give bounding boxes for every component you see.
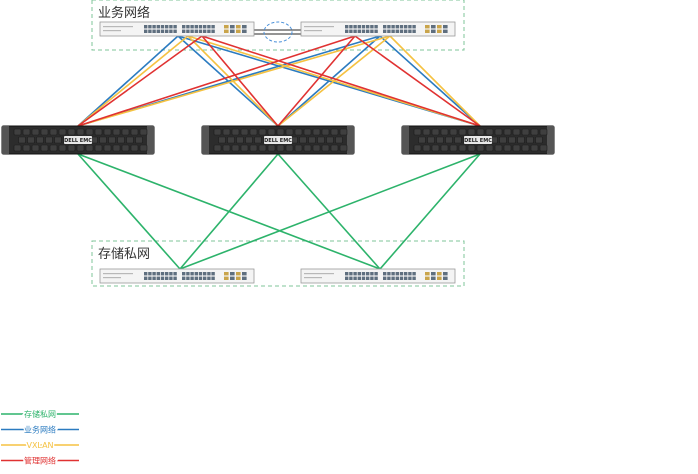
link-vxlan-bsw-1-srv-1 <box>77 35 189 127</box>
legend-item-business: 业务网络 <box>1 423 79 436</box>
link-management-bsw-1-srv-3 <box>201 35 481 127</box>
business-network-label: 业务网络 <box>98 5 150 21</box>
link-vxlan-bsw-2-srv-3 <box>389 35 481 127</box>
links-layer <box>77 35 481 270</box>
link-vxlan-bsw-2-srv-1 <box>77 35 391 127</box>
link-management-bsw-2-srv-3 <box>354 35 481 127</box>
link-storage-srv-3-ssw-2 <box>379 153 481 270</box>
switch-stack-link <box>254 21 301 43</box>
legend-label: 管理网络 <box>24 456 56 466</box>
legend-label: 业务网络 <box>24 425 56 435</box>
server-srv-2: DELL EMC <box>201 125 355 155</box>
legend-item-vxlan: VXLAN <box>1 440 79 452</box>
link-management-bsw-1-srv-2 <box>201 35 279 127</box>
link-business-bsw-1-srv-1 <box>77 35 179 127</box>
devices-layer: DELL EMC DELL EMC DELL EMC <box>1 21 555 284</box>
link-vxlan-bsw-2-srv-2 <box>277 35 391 127</box>
switch-bsw-2 <box>300 21 456 37</box>
server-srv-1: DELL EMC <box>1 125 155 155</box>
link-storage-srv-2-ssw-1 <box>179 153 279 270</box>
link-management-bsw-2-srv-1 <box>77 35 356 127</box>
link-business-bsw-2-srv-2 <box>277 35 381 127</box>
server-badge-label: DELL EMC <box>464 138 492 144</box>
server-badge-label: DELL EMC <box>64 138 92 144</box>
legend-item-storage: 存储私网 <box>1 408 79 421</box>
link-storage-srv-1-ssw-1 <box>77 153 181 270</box>
legend-label: 存储私网 <box>24 409 56 419</box>
link-business-bsw-2-srv-3 <box>379 35 481 127</box>
server-srv-3: DELL EMC <box>401 125 555 155</box>
business-network-group <box>91 0 465 51</box>
switch-ssw-2 <box>300 268 456 284</box>
server-badge-label: DELL EMC <box>264 138 292 144</box>
link-management-bsw-2-srv-2 <box>277 35 356 127</box>
storage-network-group <box>91 240 465 287</box>
legend-label: VXLAN <box>26 441 53 450</box>
link-management-bsw-1-srv-1 <box>77 35 203 127</box>
switch-ssw-1 <box>99 268 255 284</box>
switch-bsw-1 <box>99 21 255 37</box>
link-storage-srv-3-ssw-1 <box>179 153 481 270</box>
legend-item-management: 管理网络 <box>1 454 79 467</box>
storage-network-label: 存储私网 <box>98 247 150 262</box>
